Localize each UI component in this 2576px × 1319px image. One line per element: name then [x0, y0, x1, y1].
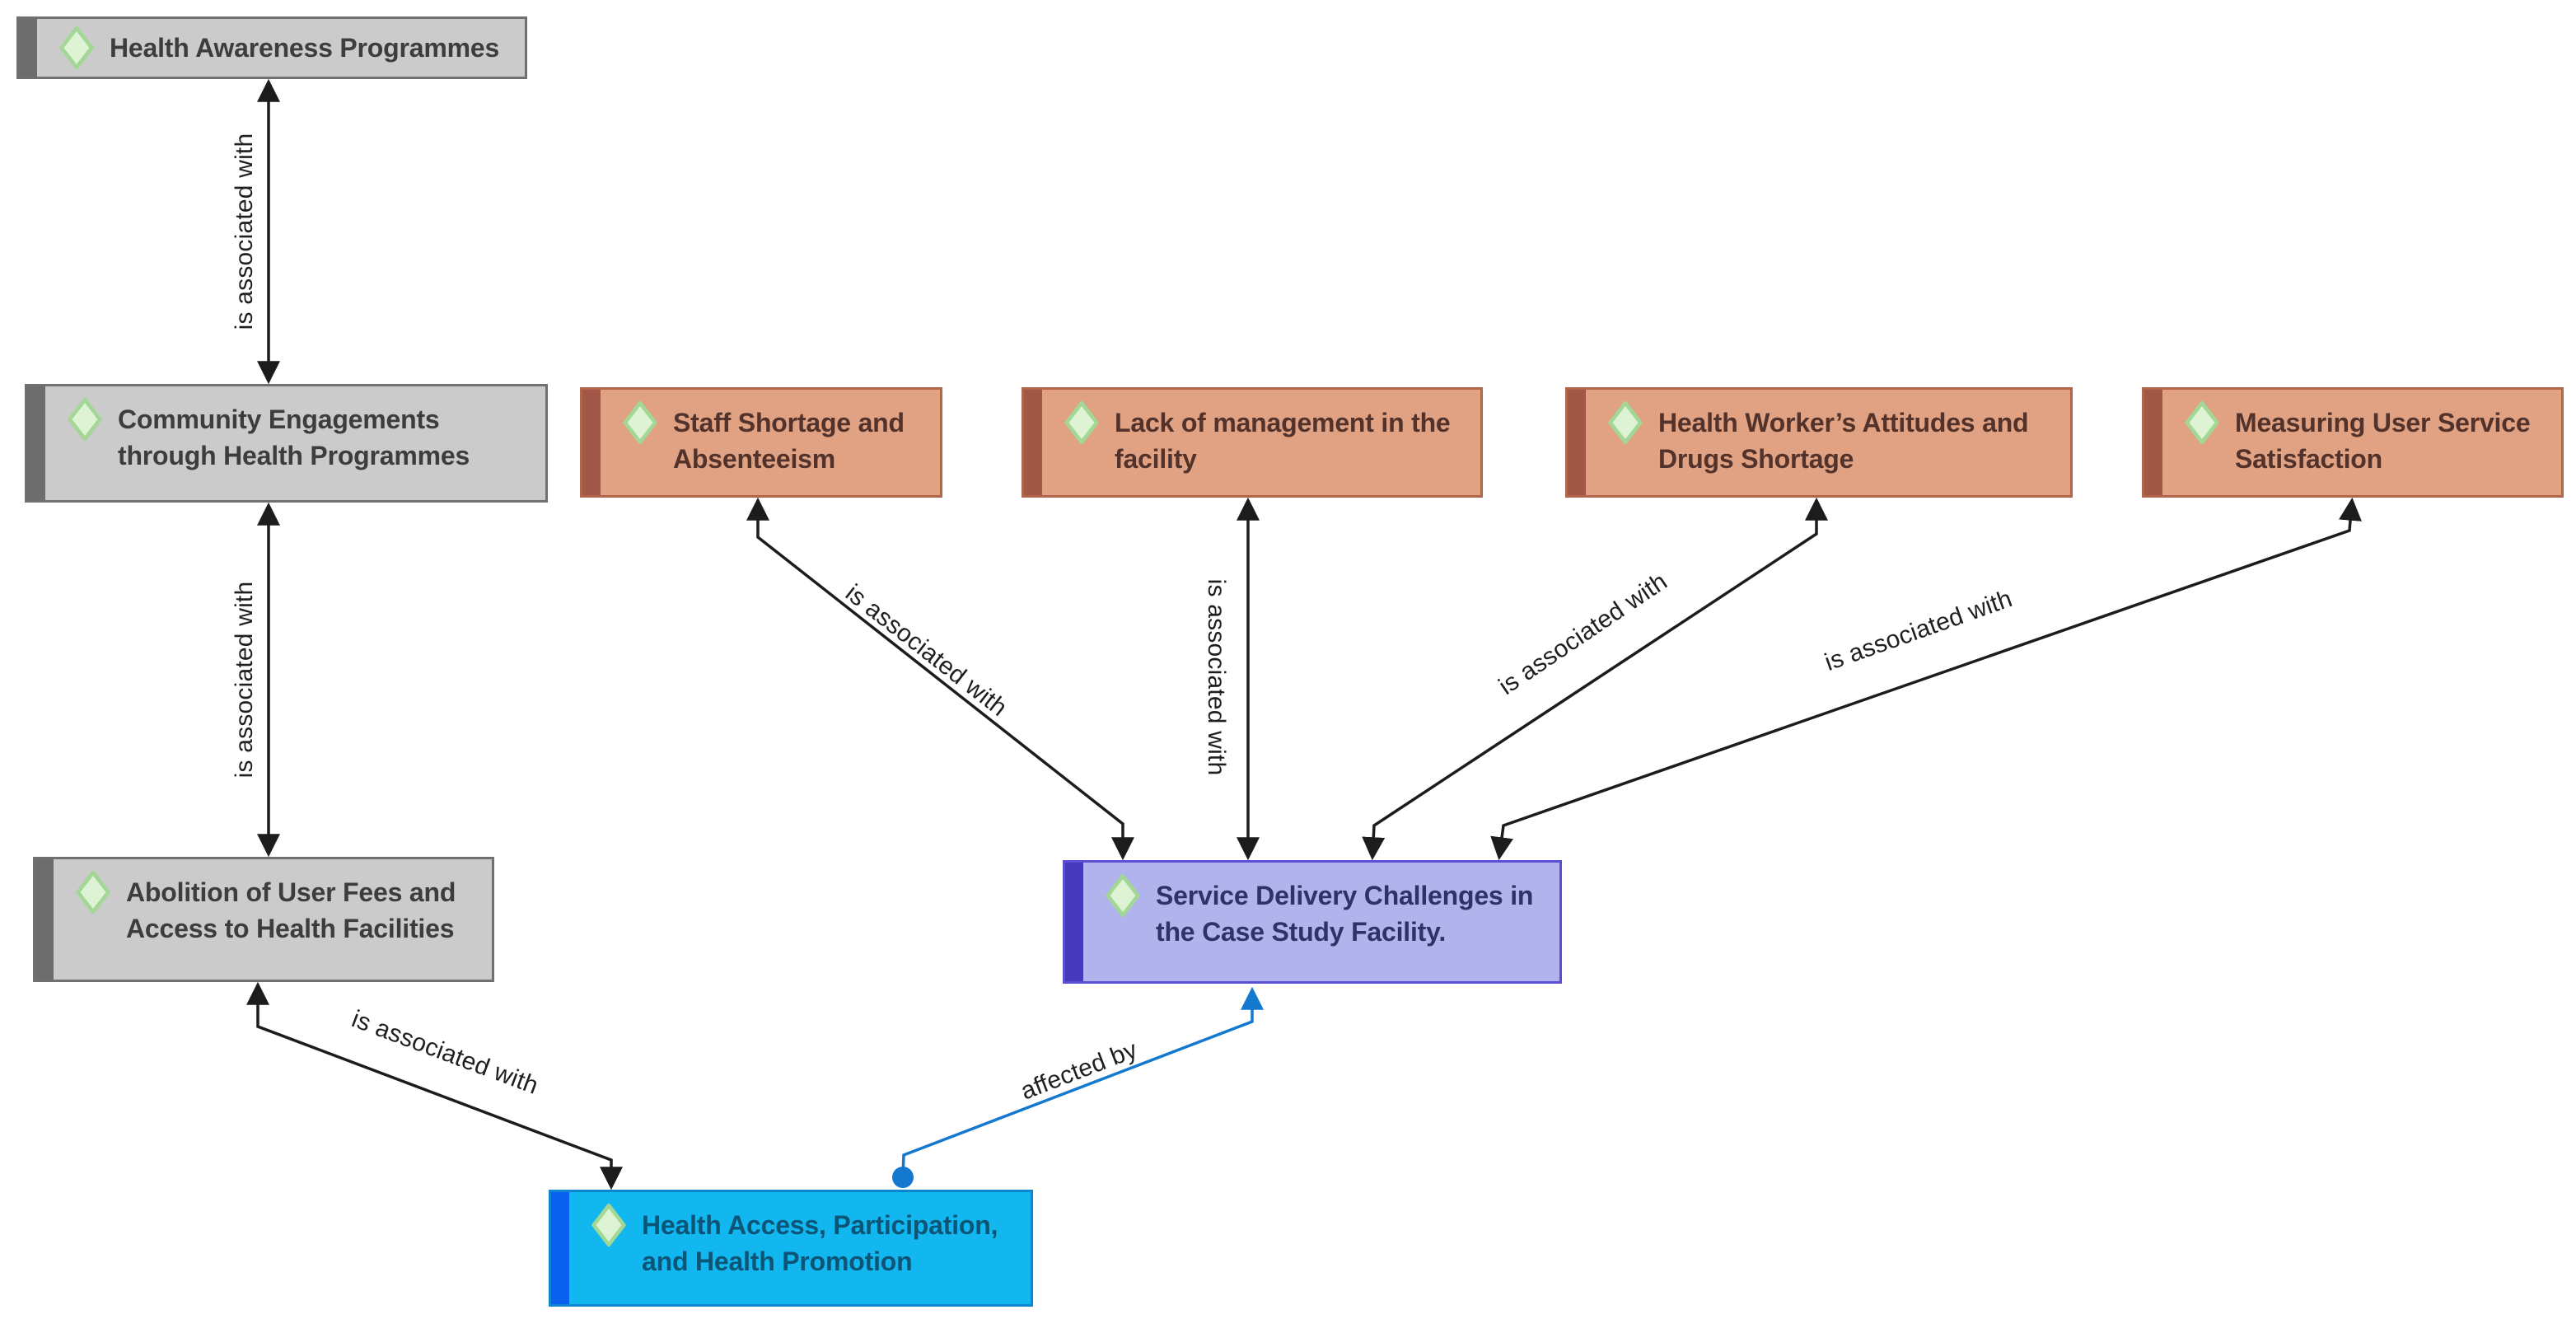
- node-health-access-participation[interactable]: Health Access, Participation, and Health…: [549, 1190, 1033, 1307]
- concept-diamond-icon: [1064, 400, 1100, 446]
- node-abolition-user-fees[interactable]: Abolition of User Fees and Access to Hea…: [33, 857, 494, 982]
- node-health-awareness-programmes[interactable]: Health Awareness Programmes: [16, 16, 527, 79]
- concept-diamond-icon: [67, 396, 103, 442]
- node-color-strip: [551, 1192, 569, 1304]
- node-label: Lack of management in the facility: [1115, 408, 1451, 474]
- edge-source-dot: [892, 1167, 914, 1188]
- edge-access-service-affected-by[interactable]: [901, 986, 1264, 1177]
- node-color-strip: [27, 386, 45, 500]
- node-color-strip: [35, 859, 54, 980]
- concept-diamond-icon: [591, 1202, 627, 1248]
- node-label: Measuring User Service Satisfaction: [2235, 408, 2531, 474]
- edge-label: is associated with: [1203, 578, 1230, 776]
- node-color-strip: [1065, 863, 1083, 981]
- node-label: Health Worker’s Attitudes and Drugs Shor…: [1658, 408, 2029, 474]
- node-community-engagements[interactable]: Community Engagements through Health Pro…: [25, 384, 548, 503]
- node-color-strip: [1024, 390, 1042, 495]
- node-label: Community Engagements through Health Pro…: [118, 405, 470, 470]
- edge-abolition-access[interactable]: [246, 981, 623, 1190]
- node-label: Staff Shortage and Absenteeism: [673, 408, 905, 474]
- node-service-delivery-challenges[interactable]: Service Delivery Challenges in the Case …: [1063, 860, 1562, 984]
- concept-diamond-icon: [58, 25, 95, 71]
- node-label: Health Awareness Programmes: [110, 33, 500, 63]
- edge-attitudes-service[interactable]: [1362, 497, 1828, 861]
- node-color-strip: [2144, 390, 2162, 495]
- edge-label: is associated with: [231, 133, 258, 330]
- concept-diamond-icon: [75, 869, 111, 915]
- edge-staff-service[interactable]: [746, 497, 1134, 861]
- node-color-strip: [1568, 390, 1586, 495]
- node-label: Service Delivery Challenges in the Case …: [1156, 881, 1534, 947]
- node-lack-of-management[interactable]: Lack of management in the facility: [1022, 387, 1483, 498]
- node-color-strip: [582, 390, 601, 495]
- edge-label: is associated with: [231, 581, 258, 779]
- concept-diamond-icon: [2184, 400, 2220, 446]
- node-staff-shortage[interactable]: Staff Shortage and Absenteeism: [580, 387, 942, 498]
- edge-satisfaction-service[interactable]: [1490, 497, 2362, 861]
- node-color-strip: [19, 19, 37, 77]
- node-label: Health Access, Participation, and Health…: [642, 1210, 998, 1276]
- concept-diamond-icon: [1105, 872, 1141, 919]
- concept-diamond-icon: [1607, 400, 1643, 446]
- concept-diamond-icon: [622, 400, 658, 446]
- node-measuring-user-satisfaction[interactable]: Measuring User Service Satisfaction: [2142, 387, 2564, 498]
- node-health-workers-attitudes[interactable]: Health Worker’s Attitudes and Drugs Shor…: [1565, 387, 2073, 498]
- node-label: Abolition of User Fees and Access to Hea…: [126, 877, 456, 943]
